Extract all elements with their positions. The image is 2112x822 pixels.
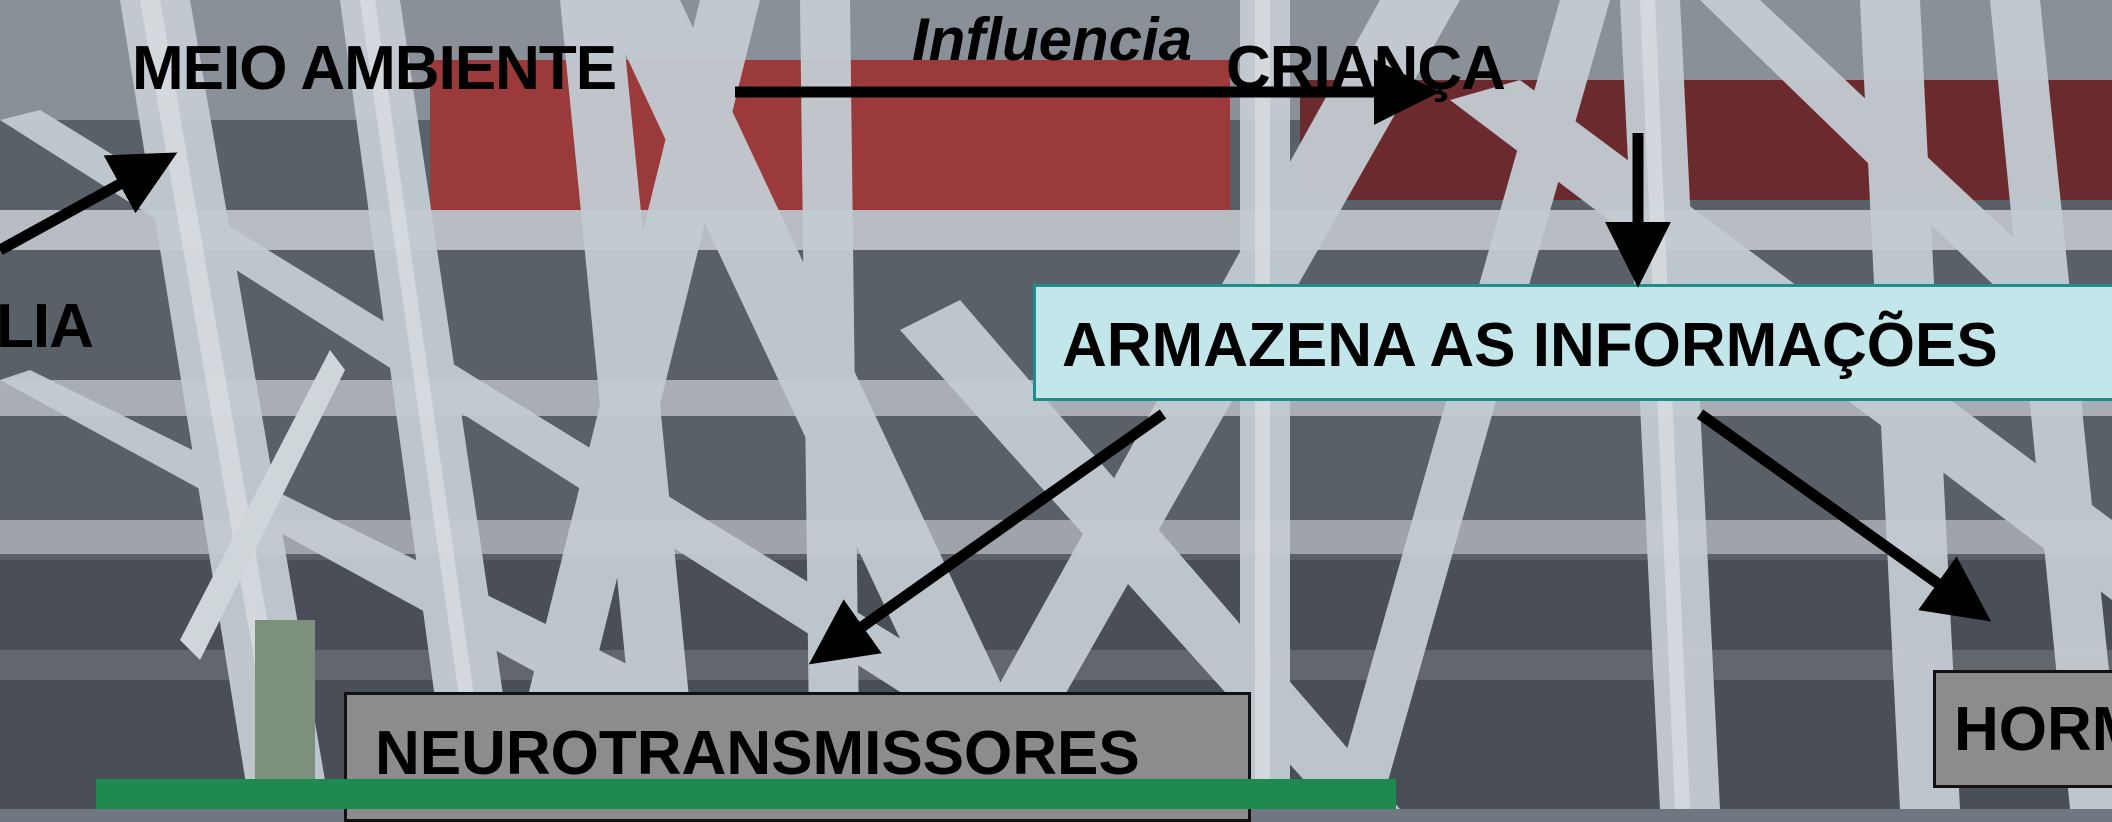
node-hormonios-partial: HORM [1933,670,2112,788]
node-neurotransmissores-label: NEUROTRANSMISSORES [375,719,1140,788]
edge-label-influencia: Influencia [912,6,1193,73]
arrow-armazena-to-hormonios [1696,409,1992,622]
node-familia-partial: LIA [0,292,94,361]
node-meio-ambiente: MEIO AMBIENTE [132,34,617,103]
node-hormonios-label: HORM [1954,695,2112,764]
node-armazena-informacoes: ARMAZENA AS INFORMAÇÕES [1033,284,2112,401]
arrow-familia-to-meio-ambiente [0,152,178,255]
arrow-armazena-to-neurotransmissores [808,409,1167,665]
background-green-strip [96,779,1396,809]
node-armazena-label: ARMAZENA AS INFORMAÇÕES [1062,311,1998,380]
